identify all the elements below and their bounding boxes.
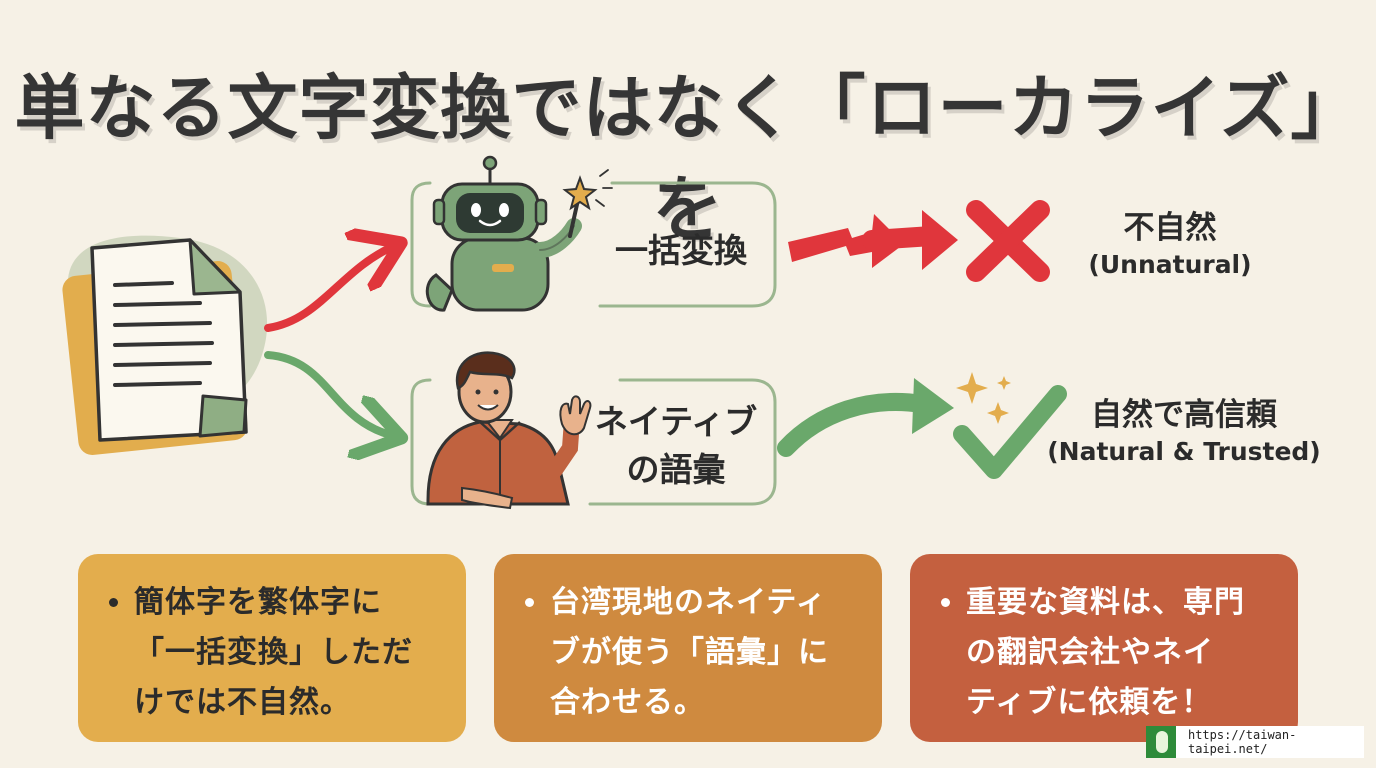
note-2-line-2: ブが使う「語彙」に	[550, 635, 829, 670]
note-3-line-2: の翻訳会社やネイ	[966, 635, 1214, 670]
cross-icon	[966, 200, 1050, 282]
native-label-line2: の語彙	[626, 450, 726, 489]
site-credit[interactable]: https://taiwan-taipei.net/	[1146, 726, 1364, 758]
person-icon	[426, 351, 592, 510]
result-natural: 自然で高信頼 (Natural & Trusted)	[1044, 395, 1324, 469]
document-icon	[62, 235, 268, 456]
red-zigzag-arrow	[788, 210, 958, 270]
result-unnatural-en: (Unnatural)	[1088, 250, 1252, 279]
result-unnatural: 不自然 (Unnatural)	[1060, 208, 1280, 282]
green-arrow-down	[264, 351, 394, 436]
native-vocab-label: ネイティブ の語彙	[586, 398, 766, 494]
result-natural-jp: 自然で高信頼	[1091, 397, 1277, 433]
note-1-line-3: けでは不自然。	[134, 685, 351, 720]
note-3-line-3: ティブに依頼を！	[966, 685, 1213, 720]
note-3-line-1: 重要な資料は、専門	[966, 585, 1245, 620]
result-natural-en: (Natural & Trusted)	[1047, 437, 1321, 466]
note-1-line-2: 「一括変換」しただ	[134, 635, 413, 670]
robot-icon	[425, 155, 582, 312]
site-logo-icon	[1146, 726, 1176, 758]
check-icon	[953, 385, 1067, 479]
native-box	[410, 378, 777, 506]
convert-box	[410, 181, 777, 308]
magic-wand-icon	[562, 169, 613, 238]
red-arrow-up	[264, 246, 394, 332]
note-2-line-3: 合わせる。	[550, 685, 705, 720]
convert-label: 一括変換	[615, 231, 747, 270]
result-unnatural-jp: 不自然	[1123, 210, 1217, 246]
note-2-line-1: 台湾現地のネイティ	[550, 585, 827, 620]
site-url-link[interactable]: https://taiwan-taipei.net/	[1187, 728, 1297, 756]
note-1-line-1: 簡体字を繁体字に	[134, 585, 382, 620]
green-curved-arrow	[777, 378, 954, 457]
native-label-line1: ネイティブ	[594, 402, 758, 441]
sparkle-icon	[956, 372, 1011, 424]
